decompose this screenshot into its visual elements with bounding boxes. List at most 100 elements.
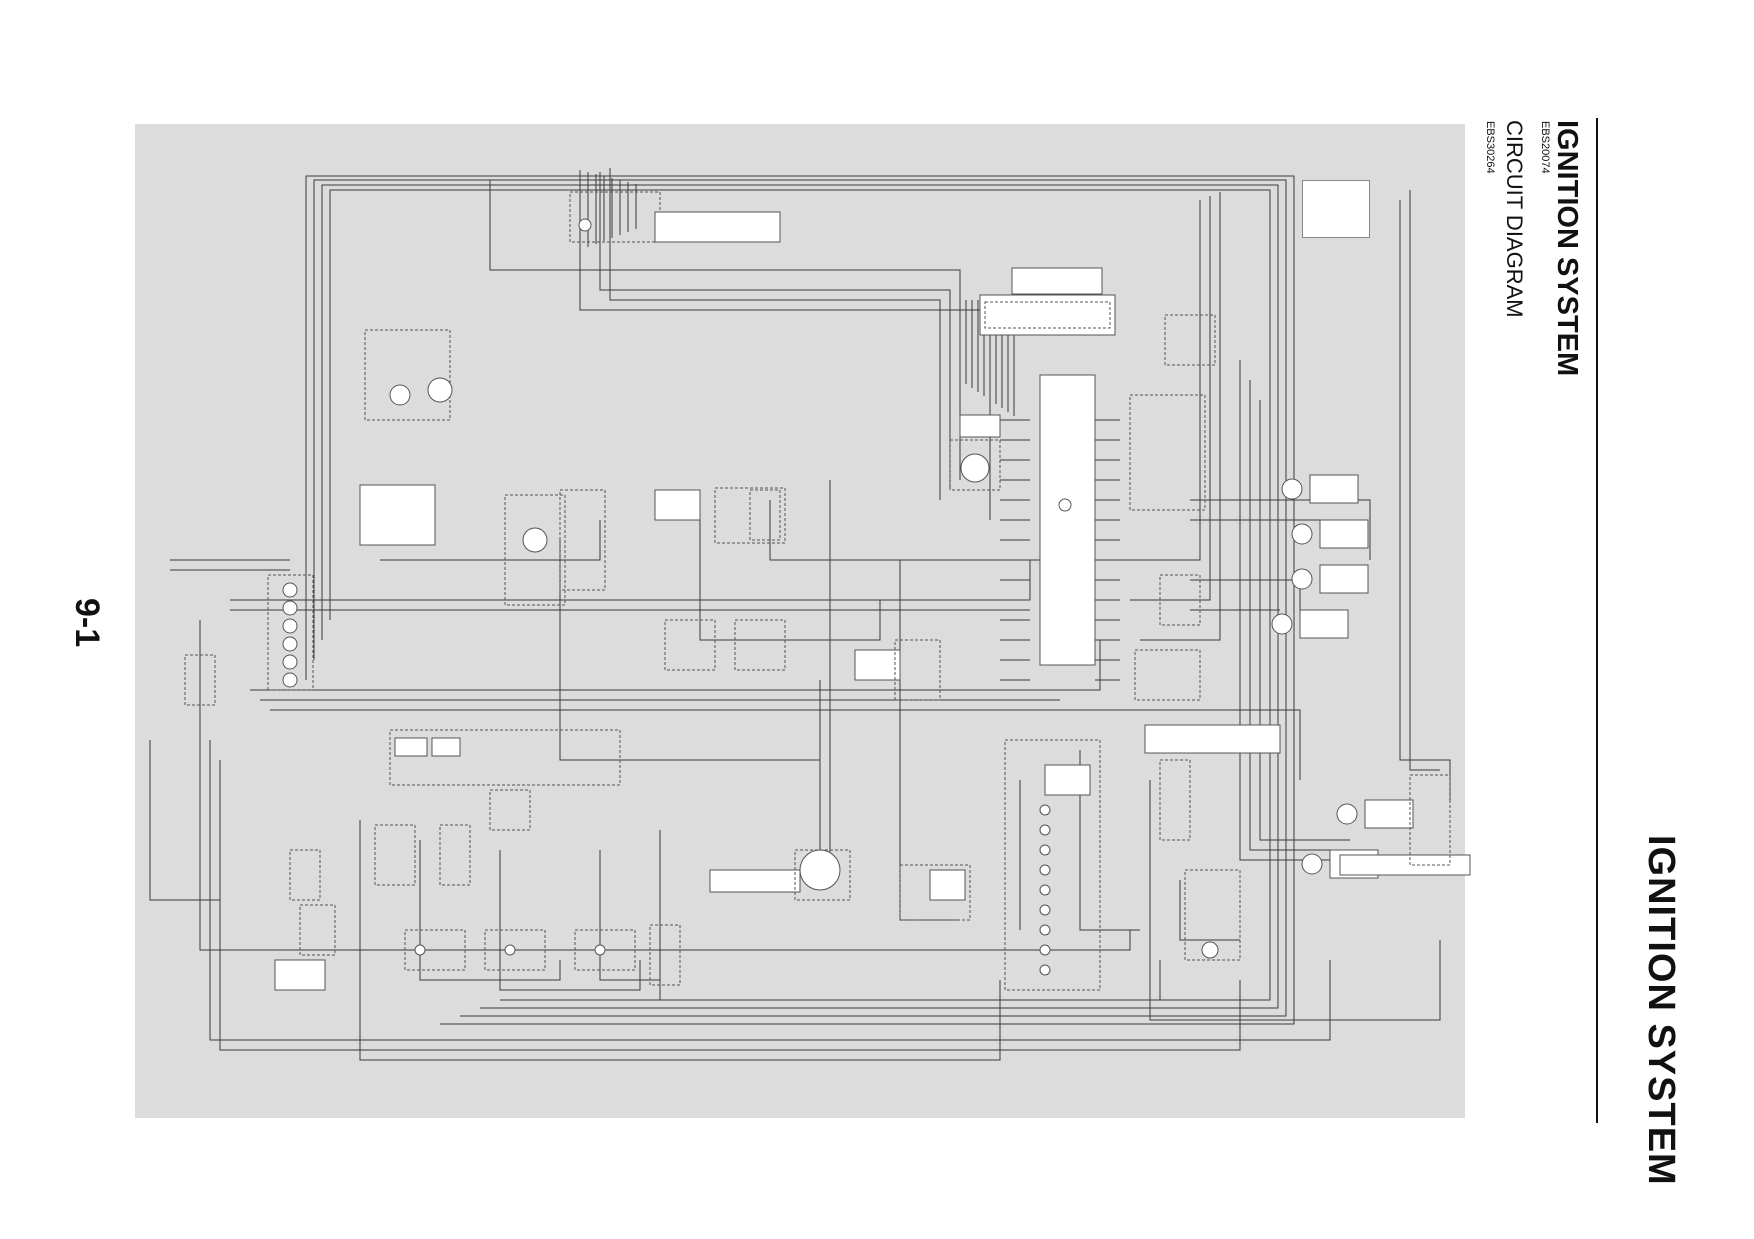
connector-icon — [394, 737, 428, 757]
lamp-box-icon — [484, 929, 546, 971]
sensor-icon — [1336, 803, 1358, 825]
coil-icon — [799, 849, 841, 891]
lamp-icon — [414, 944, 426, 956]
header-rule — [1596, 118, 1598, 1123]
relay-icon — [282, 636, 298, 652]
handlebar-switch-icon — [359, 484, 436, 546]
sensor-icon — [1164, 314, 1216, 366]
wire — [499, 850, 641, 991]
lamp-icon — [594, 944, 606, 956]
right-connector-icon — [1144, 724, 1281, 754]
relay-icon — [282, 672, 298, 688]
wire — [609, 168, 941, 500]
wire — [599, 850, 660, 981]
wire-layer — [149, 168, 1451, 1061]
main-connector-icon — [654, 211, 781, 243]
section-code: EBS20074 — [1539, 121, 1551, 174]
wire — [899, 560, 960, 921]
wire — [659, 830, 1161, 1001]
lamp-icon — [1201, 941, 1219, 959]
connector-strip-icon — [389, 729, 621, 786]
indicator-relay-icon — [1044, 764, 1091, 796]
lamp-icon — [1039, 944, 1051, 956]
wire — [579, 190, 991, 520]
wire — [209, 740, 1331, 1041]
fuse-icon — [184, 654, 216, 706]
battery-icon — [522, 527, 548, 553]
coil-icon — [734, 619, 786, 671]
sensor-box-icon — [899, 864, 971, 921]
sensor-icon — [1291, 568, 1313, 590]
coil-icon — [664, 619, 716, 671]
wire — [359, 820, 1001, 1061]
lamp-icon — [504, 944, 516, 956]
diode-icon — [649, 924, 681, 986]
ecu-icon — [1039, 374, 1096, 666]
legend-box — [1302, 180, 1370, 238]
sensor-icon — [1291, 523, 1313, 545]
diode-icon — [299, 904, 336, 956]
relay-icon — [282, 582, 298, 598]
wire — [559, 540, 821, 761]
connector-icon — [1319, 564, 1369, 594]
wire — [250, 640, 1101, 691]
relay-icon — [654, 489, 701, 521]
wire — [321, 184, 1279, 1009]
switch-icon — [374, 824, 416, 886]
switch-knob-icon — [427, 377, 453, 403]
connector-icon — [1309, 474, 1359, 504]
wire — [699, 520, 881, 641]
ecu-connector-pins-icon — [984, 301, 1111, 329]
indicator-panel-icon — [1004, 739, 1101, 991]
ecu-indicator-icon — [1058, 498, 1072, 512]
lamp-icon — [1039, 904, 1051, 916]
wire — [599, 172, 951, 490]
connector-icon — [709, 869, 801, 893]
connector-icon — [854, 649, 901, 681]
main-switch-knob-icon — [578, 218, 592, 232]
wire — [230, 560, 1031, 601]
switch-box-icon — [364, 329, 451, 421]
connector-block-icon — [1159, 759, 1191, 841]
sensor-icon — [894, 639, 941, 701]
relay-icon — [489, 789, 531, 831]
sensor-icon — [1271, 613, 1293, 635]
wire — [270, 709, 1301, 780]
wire — [1409, 190, 1440, 771]
wire — [199, 620, 1131, 951]
lamp-icon — [1039, 844, 1051, 856]
connector-icon — [274, 959, 326, 991]
wire — [1259, 400, 1350, 841]
relay-pack-icon — [714, 487, 786, 544]
lamp-box-icon — [574, 929, 636, 971]
wire — [1079, 750, 1140, 931]
main-switch-icon — [569, 191, 661, 243]
wire — [1120, 200, 1201, 561]
wire — [769, 500, 1040, 561]
starter-relay-icon — [504, 494, 566, 606]
wire — [149, 740, 220, 901]
relay-icon — [282, 618, 298, 634]
sensor-icon — [1281, 478, 1303, 500]
page-title: IGNITION SYSTEM — [1640, 835, 1682, 1186]
rear-connector-icon — [1339, 854, 1471, 876]
wire — [1130, 196, 1211, 601]
wire — [419, 840, 561, 981]
wire — [313, 179, 1287, 1017]
lamp-icon — [1039, 884, 1051, 896]
lamp-icon — [1039, 864, 1051, 876]
rear-switch-icon — [1409, 774, 1451, 866]
tail-lamp-icon — [1184, 869, 1241, 961]
wire — [1399, 200, 1451, 800]
sensor-icon — [1301, 853, 1323, 875]
relay-icon — [282, 600, 298, 616]
wire — [1179, 880, 1240, 941]
switch-icon — [439, 824, 471, 886]
component-layer — [184, 191, 1471, 991]
subsection-title: CIRCUIT DIAGRAM — [1502, 120, 1527, 318]
wire — [1140, 192, 1221, 641]
sensor-group-icon — [1129, 394, 1206, 511]
coil-icon — [289, 849, 321, 901]
ecu-connector-icon — [979, 294, 1116, 336]
lamp-box-icon — [404, 929, 466, 971]
